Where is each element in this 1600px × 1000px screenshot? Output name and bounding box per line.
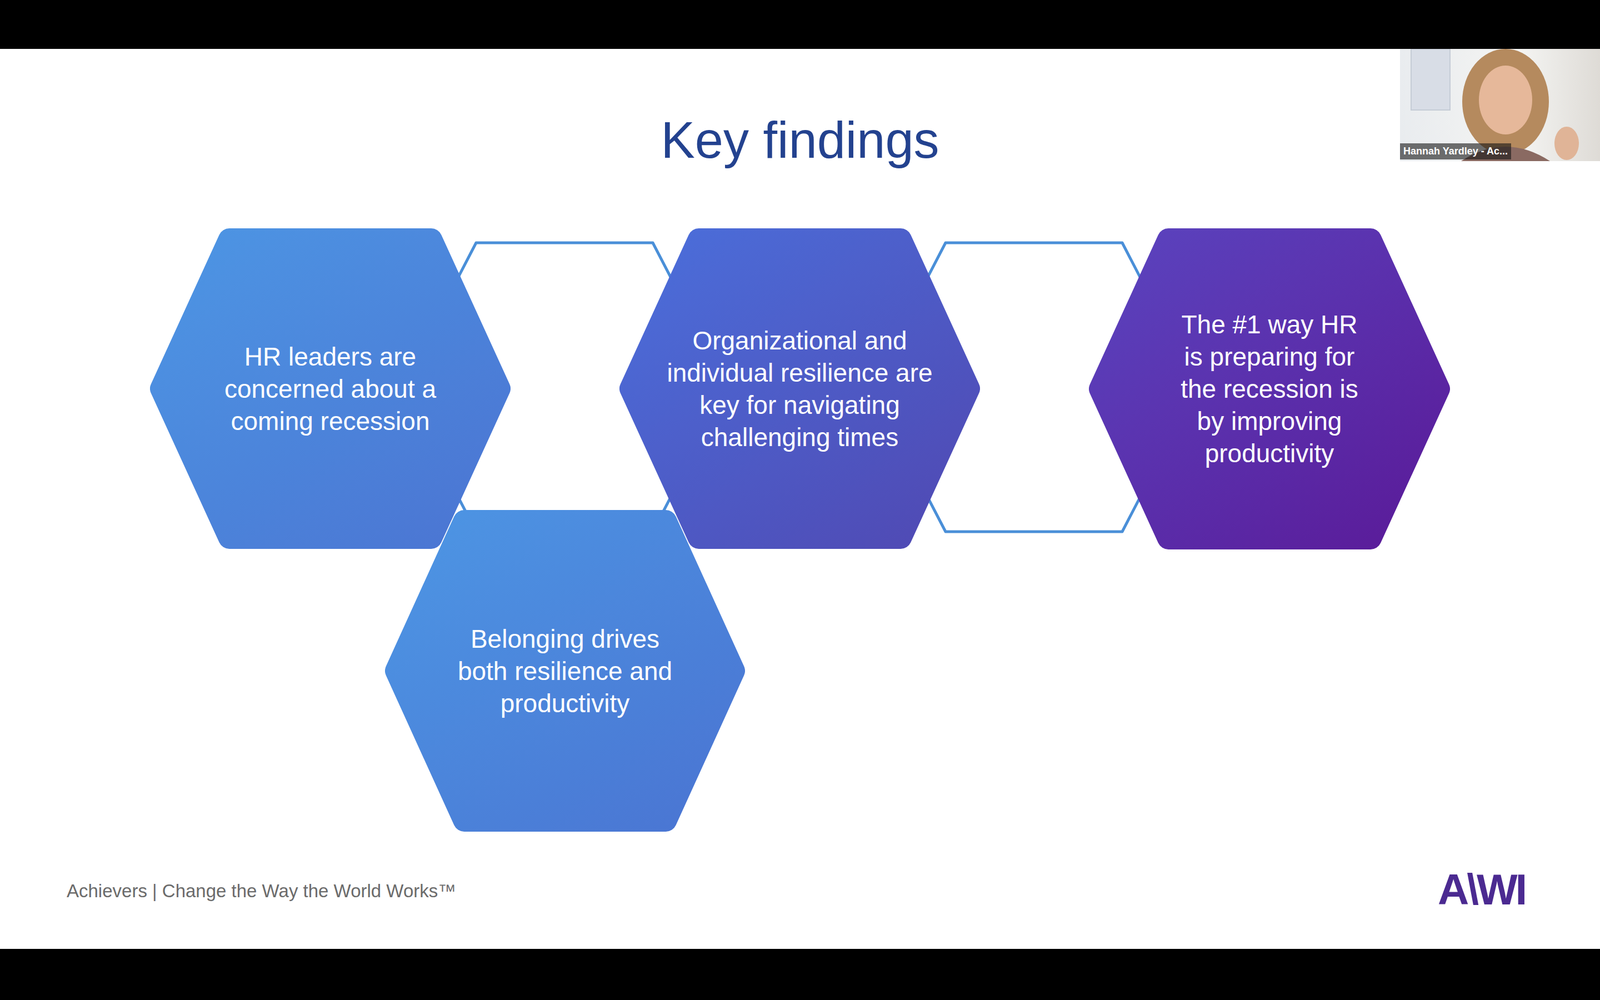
hexagon-fill [161, 239, 500, 538]
finding-text: Organizational and individual resilience… [650, 324, 950, 454]
hexagon-shape [619, 228, 980, 549]
finding-hexagon: Organizational and individual resilience… [619, 228, 980, 549]
finding-text: The #1 way HR is preparing for the reces… [1169, 308, 1370, 470]
hexagon-text-area: Belonging drives both resilience and pro… [385, 510, 745, 832]
finding-hexagon: HR leaders are concerned about a coming … [150, 228, 511, 549]
letterbox-bar [0, 0, 1600, 49]
hexagon-fill [630, 239, 969, 538]
company-logo: A\WI [1437, 864, 1525, 915]
footer-tagline: Achievers | Change the Way the World Wor… [66, 880, 457, 902]
hexagon-text-area: Organizational and individual resilience… [619, 228, 980, 549]
webcam-name-tag: Hannah Yardley - Ac... [1400, 143, 1512, 160]
finding-text: Belonging drives both resilience and pro… [448, 622, 682, 720]
finding-hexagon: Belonging drives both resilience and pro… [385, 510, 745, 832]
hexagon-text-area: HR leaders are concerned about a coming … [150, 228, 511, 549]
hexagon-text-area: The #1 way HR is preparing for the reces… [1088, 228, 1450, 550]
finding-hexagon: The #1 way HR is preparing for the reces… [1088, 228, 1450, 550]
slide-title: Key findings [0, 111, 1600, 170]
finding-text: HR leaders are concerned about a coming … [213, 340, 448, 438]
hexagon-fill [1100, 239, 1439, 539]
hexagon-fill [396, 521, 734, 821]
letterbox-bar [0, 948, 1600, 1000]
